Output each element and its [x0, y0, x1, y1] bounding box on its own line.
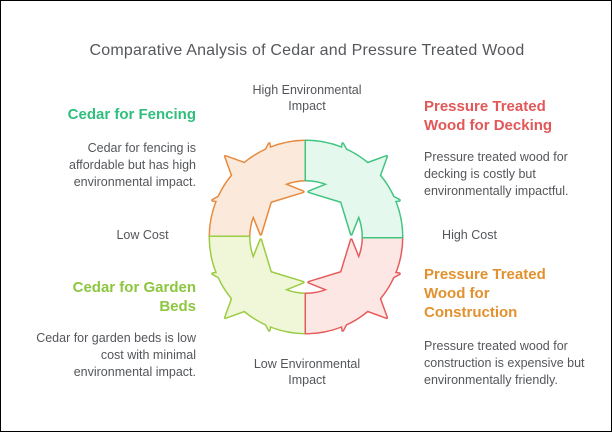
axis-label-line: Low Environmental: [253, 357, 361, 371]
heading-line: Cedar for Fencing: [67, 106, 196, 123]
axis-label-line: High Environmental: [252, 83, 362, 97]
axis-label-low-cost: Low Cost: [116, 228, 169, 242]
segment-cedar-fencing: [195, 126, 312, 243]
label-block-cedar-fencing: Cedar for Fencing Cedar for fencing is a…: [28, 105, 196, 191]
label-block-cedar-garden-beds: Cedar for Garden Beds Cedar for garden b…: [28, 278, 196, 381]
block-body: Pressure treated wood for construction i…: [424, 338, 592, 389]
heading-line: Pressure Treated: [424, 98, 546, 115]
heading-line: Beds: [159, 298, 196, 315]
body-line: Cedar for fencing is: [87, 141, 196, 155]
block-body: Pressure treated wood for decking is cos…: [424, 149, 592, 200]
block-heading: Cedar for Garden Beds: [28, 278, 196, 316]
axis-label-high-environmental-impact: High Environmental Impact: [227, 82, 387, 114]
block-heading: Cedar for Fencing: [28, 105, 196, 124]
block-body: Cedar for garden beds is low cost with m…: [28, 330, 196, 381]
label-block-ptw-decking: Pressure Treated Wood for Decking Pressu…: [424, 97, 592, 200]
body-line: Pressure treated wood for: [424, 339, 568, 353]
axis-label-high-cost: High Cost: [442, 228, 497, 242]
block-heading: Pressure Treated Wood for Construction: [424, 265, 592, 322]
body-line: environmental impact.: [73, 175, 196, 189]
body-line: construction is expensive but: [424, 356, 585, 370]
body-line: environmental impact.: [73, 365, 196, 379]
heading-line: Cedar for Garden: [72, 279, 196, 296]
body-line: Pressure treated wood for: [424, 150, 568, 164]
body-line: Cedar for garden beds is low: [36, 331, 196, 345]
axis-label-line: Impact: [288, 99, 326, 113]
heading-line: Pressure Treated: [424, 266, 546, 283]
body-line: environmentally friendly.: [424, 373, 558, 387]
segment-ptw-decking: [300, 126, 417, 243]
body-line: environmentally impactful.: [424, 184, 569, 198]
block-heading: Pressure Treated Wood for Decking: [424, 97, 592, 135]
body-line: affordable but has high: [69, 158, 196, 172]
axis-label-line: Impact: [288, 373, 326, 387]
axis-label-low-environmental-impact: Low Environmental Impact: [227, 356, 387, 388]
block-body: Cedar for fencing is affordable but has …: [28, 140, 196, 191]
heading-line: Construction: [424, 304, 518, 321]
heading-line: Wood for: [424, 285, 490, 302]
body-line: cost with minimal: [100, 348, 196, 362]
label-block-ptw-construction: Pressure Treated Wood for Construction P…: [424, 265, 592, 389]
page-title: Comparative Analysis of Cedar and Pressu…: [89, 42, 525, 59]
cycle-diagram: [195, 126, 417, 348]
body-line: decking is costly but: [424, 167, 536, 181]
segment-cedar-garden-beds: [195, 231, 312, 348]
heading-line: Wood for Decking: [424, 117, 553, 134]
segment-ptw-construction: [300, 231, 417, 348]
